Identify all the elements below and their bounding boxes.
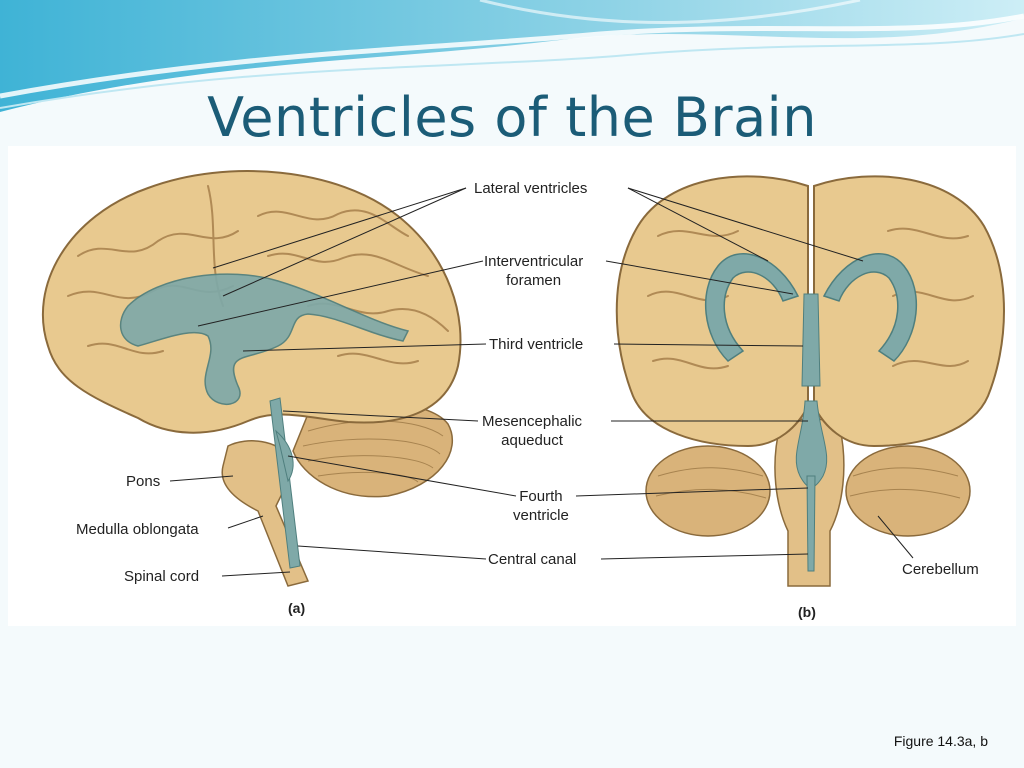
top-wave-decoration <box>0 0 1024 112</box>
leader-lines <box>169 187 914 577</box>
figure-caption: Figure 14.3a, b <box>893 733 988 749</box>
label-pons: Pons <box>126 473 161 490</box>
label-interventricular-foramen: Interventricular foramen <box>484 253 584 289</box>
brain-ventricles-illustration <box>41 170 1005 587</box>
slide-title: Ventricles of the Brain <box>207 86 817 149</box>
brain-figure-panel: Lateral ventricles Interventricular fora… <box>8 146 1016 626</box>
label-medulla-oblongata: Medulla oblongata <box>76 521 199 538</box>
label-cerebellum: Cerebellum <box>902 561 979 578</box>
label-lateral-ventricles: Lateral ventricles <box>474 180 588 197</box>
label-third-ventricle: Third ventricle <box>489 336 584 353</box>
label-mesencephalic-aqueduct: Mesencephalic aqueduct <box>482 413 583 449</box>
frontal-brain-view <box>615 175 1005 587</box>
panel-label-b: (b) <box>798 604 816 620</box>
label-central-canal: Central canal <box>488 551 577 568</box>
label-fourth-ventricle: Fourth ventricle <box>513 488 569 524</box>
label-spinal-cord: Spinal cord <box>124 568 200 585</box>
panel-label-a: (a) <box>288 600 306 616</box>
